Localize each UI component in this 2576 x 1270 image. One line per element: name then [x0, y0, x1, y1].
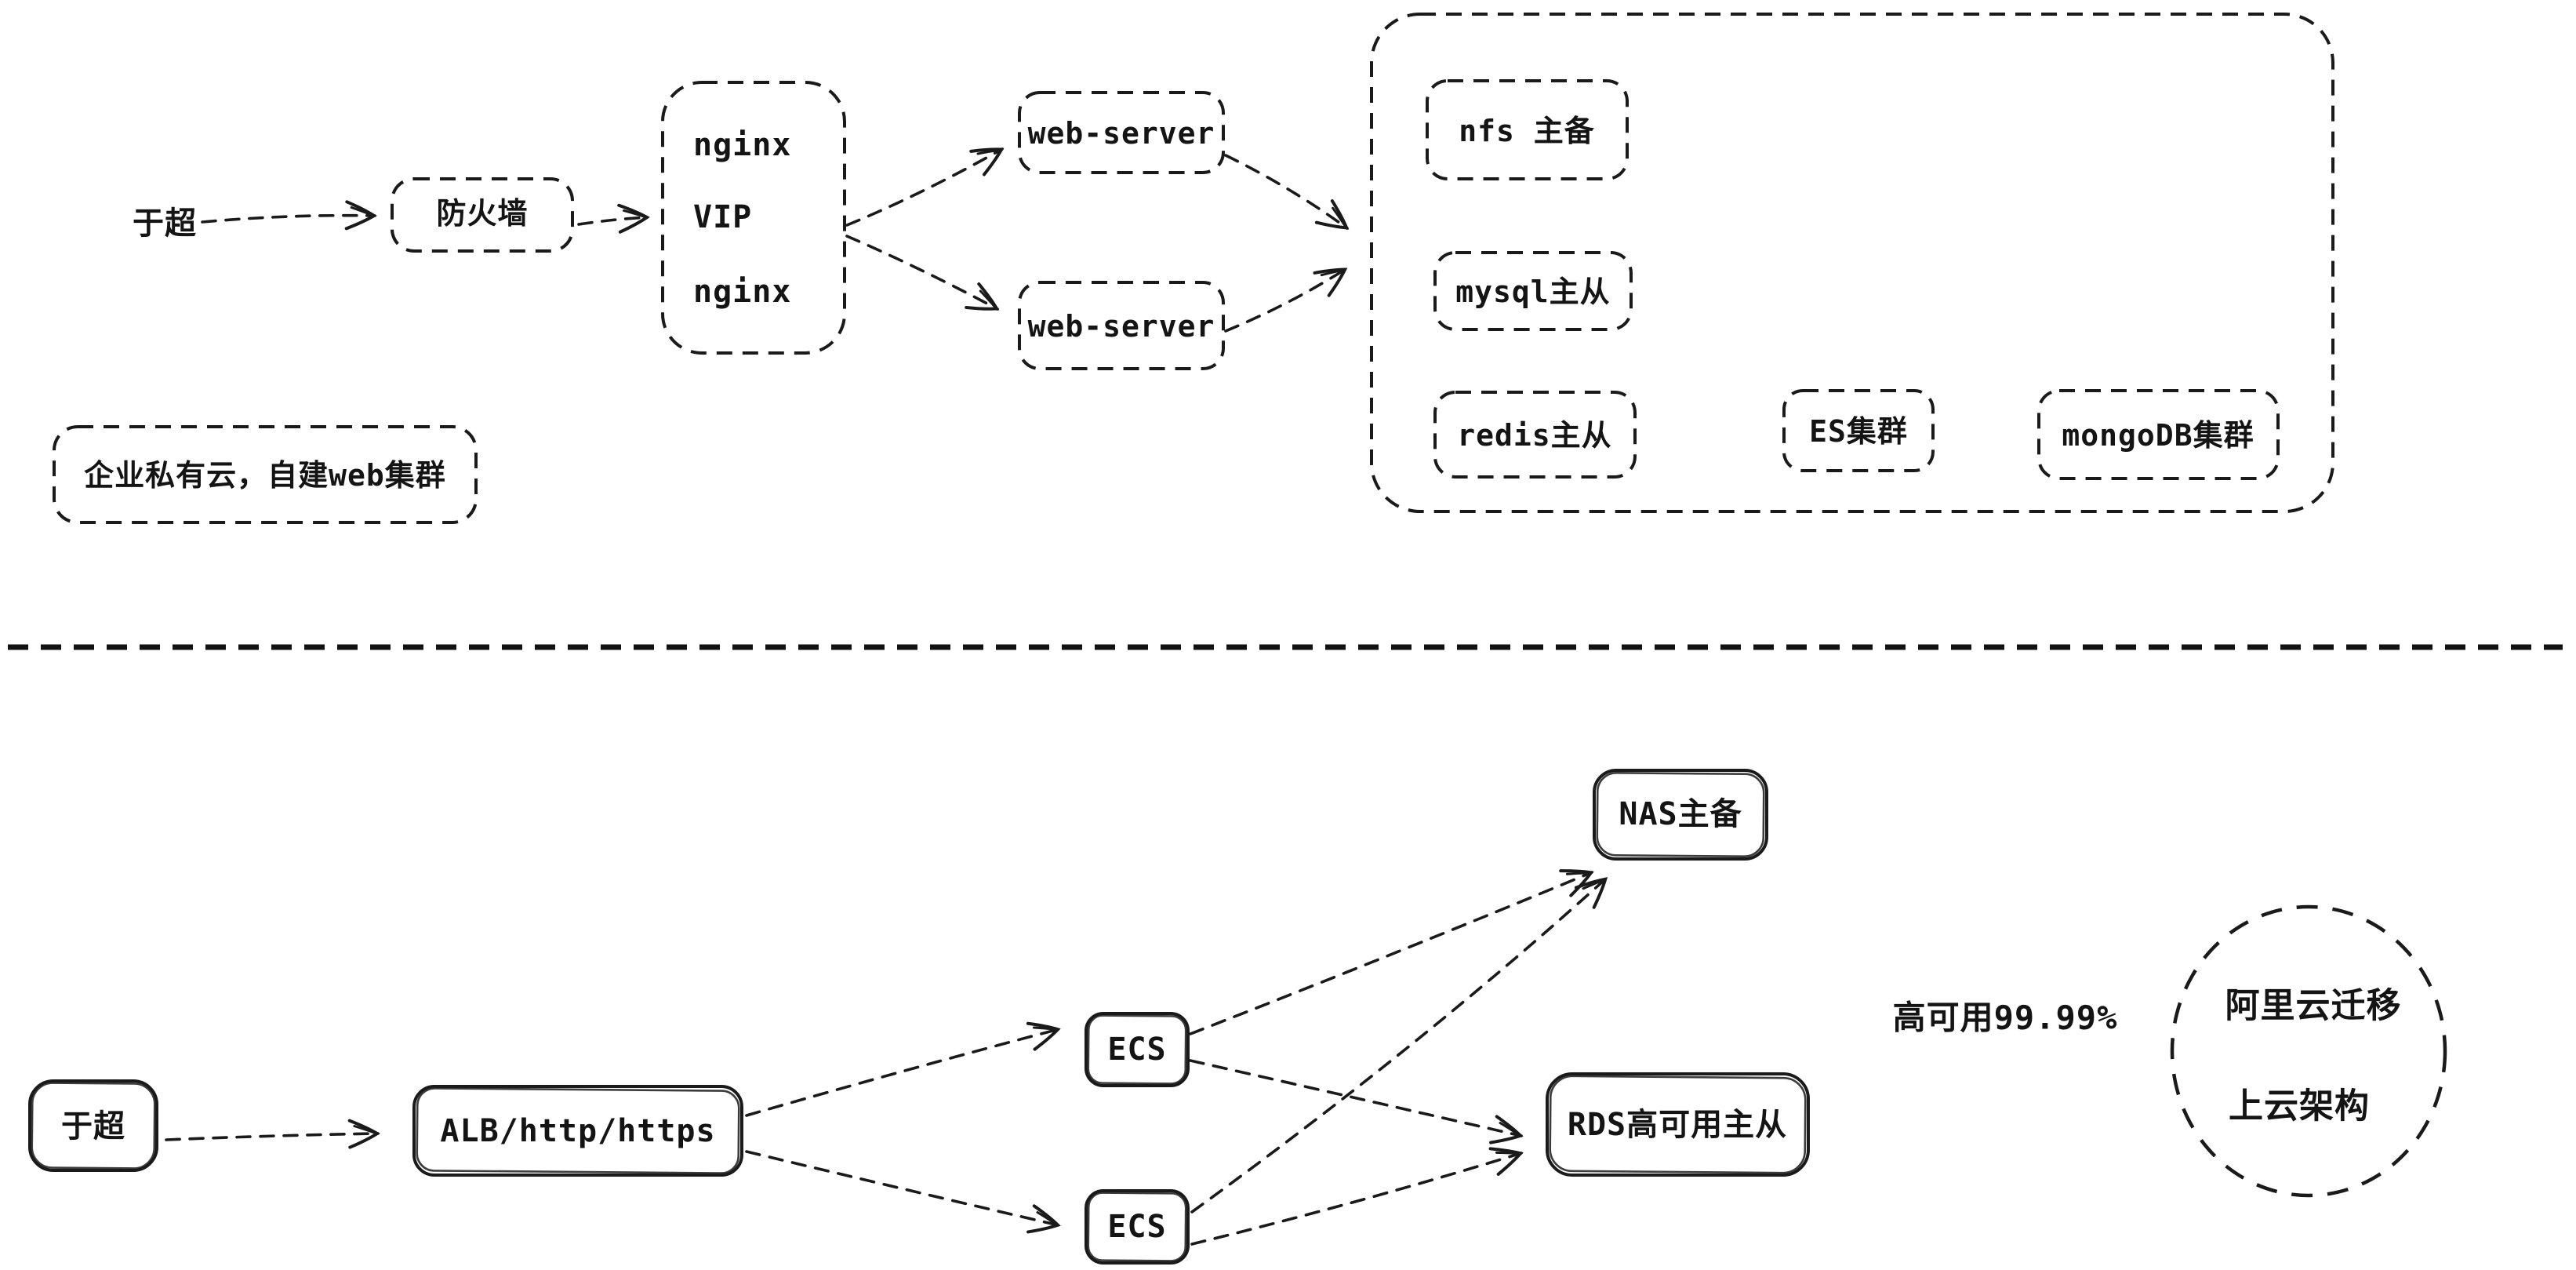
edge-alb-to-ecs2 [745, 1150, 1061, 1234]
cloud-circle-line-2: 上云架构 [2229, 1086, 2370, 1126]
nginx-vip-box[interactable] [661, 81, 846, 355]
edge-ecs1-to-rds [1189, 1059, 1524, 1144]
rds-box[interactable] [1546, 1072, 1810, 1177]
node-firewall[interactable]: 防火墙 [391, 177, 574, 253]
ecs-2-box[interactable] [1085, 1189, 1190, 1265]
es-label: ES集群 [1809, 414, 1908, 449]
web-server-2-box[interactable] [1018, 281, 1225, 370]
edge-user-to-firewall [201, 200, 377, 231]
vip-line: VIP [693, 199, 752, 235]
user-bottom-box-sketch [31, 1082, 156, 1170]
edge-firewall-to-nginx [577, 203, 650, 234]
nfs-box[interactable] [1426, 79, 1629, 180]
private-cloud-label: 企业私有云，自建web集群 [84, 458, 446, 493]
node-redis[interactable]: redis主从 [1433, 391, 1637, 479]
node-private-cloud-caption[interactable]: 企业私有云，自建web集群 [53, 425, 478, 524]
rds-box-sketch [1549, 1075, 1807, 1174]
nfs-label: nfs 主备 [1459, 114, 1595, 148]
user-bottom-box[interactable] [28, 1079, 158, 1172]
node-nas[interactable]: NAS主备 [1593, 769, 1768, 861]
mysql-box[interactable] [1433, 251, 1633, 331]
nas-box[interactable] [1593, 769, 1768, 861]
ecs-2-box-sketch [1087, 1192, 1187, 1262]
web-server-2-label: web-server [1028, 309, 1215, 344]
backend-group-box[interactable] [1370, 13, 2334, 513]
mysql-label: mysql主从 [1455, 275, 1610, 309]
node-ecs-2[interactable]: ECS [1085, 1189, 1190, 1265]
alb-box[interactable] [412, 1085, 743, 1177]
cloud-circle-shape[interactable] [2170, 904, 2447, 1198]
node-web-server-2[interactable]: web-server [1018, 281, 1225, 370]
nginx-line-2: nginx [693, 274, 791, 310]
ecs-2-label: ECS [1107, 1209, 1166, 1245]
node-backend-group[interactable]: nfs 主备 mysql主从 redis主从 ES集群 mongoDB集群 [1370, 13, 2334, 513]
redis-label: redis主从 [1457, 418, 1611, 453]
private-cloud-box[interactable] [53, 425, 478, 524]
edge-webserver1-to-backend [1224, 154, 1350, 230]
ecs-1-label: ECS [1107, 1032, 1166, 1068]
ecs-1-box-sketch [1087, 1014, 1187, 1085]
mongo-label: mongoDB集群 [2062, 418, 2254, 453]
node-ecs-1[interactable]: ECS [1085, 1012, 1190, 1087]
rds-label: RDS高可用主从 [1568, 1107, 1787, 1143]
node-nginx-vip[interactable]: nginx VIP nginx [661, 81, 846, 355]
edge-ecs2-to-nas [1190, 877, 1608, 1214]
nginx-line-1: nginx [693, 127, 791, 163]
edge-ecs1-to-nas [1189, 869, 1594, 1035]
edge-alb-to-ecs1 [745, 1021, 1061, 1117]
cloud-circle-line-1: 阿里云迁移 [2225, 986, 2402, 1026]
nas-label: NAS主备 [1619, 796, 1742, 832]
ecs-1-box[interactable] [1085, 1012, 1190, 1087]
edge-webserver2-to-backend [1224, 267, 1348, 333]
edge-ecs2-to-rds [1190, 1147, 1524, 1246]
redis-box[interactable] [1433, 391, 1637, 479]
es-box[interactable] [1782, 389, 1935, 472]
firewall-label: 防火墙 [436, 196, 528, 231]
availability-note: 高可用99.99% [1893, 999, 2118, 1037]
edge-nginx-to-webserver1 [845, 147, 1005, 227]
node-mongo[interactable]: mongoDB集群 [2037, 389, 2280, 480]
node-alb[interactable]: ALB/http/https [412, 1085, 743, 1177]
web-server-1-label: web-server [1028, 116, 1215, 151]
nas-box-sketch [1596, 771, 1765, 858]
user-label-bottom: 于超 [61, 1108, 125, 1144]
firewall-box[interactable] [391, 177, 574, 253]
web-server-1-box[interactable] [1018, 91, 1225, 174]
node-rds[interactable]: RDS高可用主从 [1546, 1072, 1810, 1177]
edge-user-to-alb [165, 1119, 380, 1149]
node-cloud-circle[interactable]: 阿里云迁移 上云架构 [2170, 904, 2447, 1198]
node-mysql[interactable]: mysql主从 [1433, 251, 1633, 331]
alb-label: ALB/http/https [440, 1113, 715, 1149]
node-user-bottom[interactable]: 于超 [28, 1079, 158, 1172]
edge-nginx-to-webserver2 [845, 235, 1000, 311]
alb-box-sketch [416, 1087, 740, 1174]
node-nfs[interactable]: nfs 主备 [1426, 79, 1629, 180]
user-label-top: 于超 [133, 206, 197, 242]
node-es[interactable]: ES集群 [1782, 389, 1935, 472]
node-web-server-1[interactable]: web-server [1018, 91, 1225, 174]
